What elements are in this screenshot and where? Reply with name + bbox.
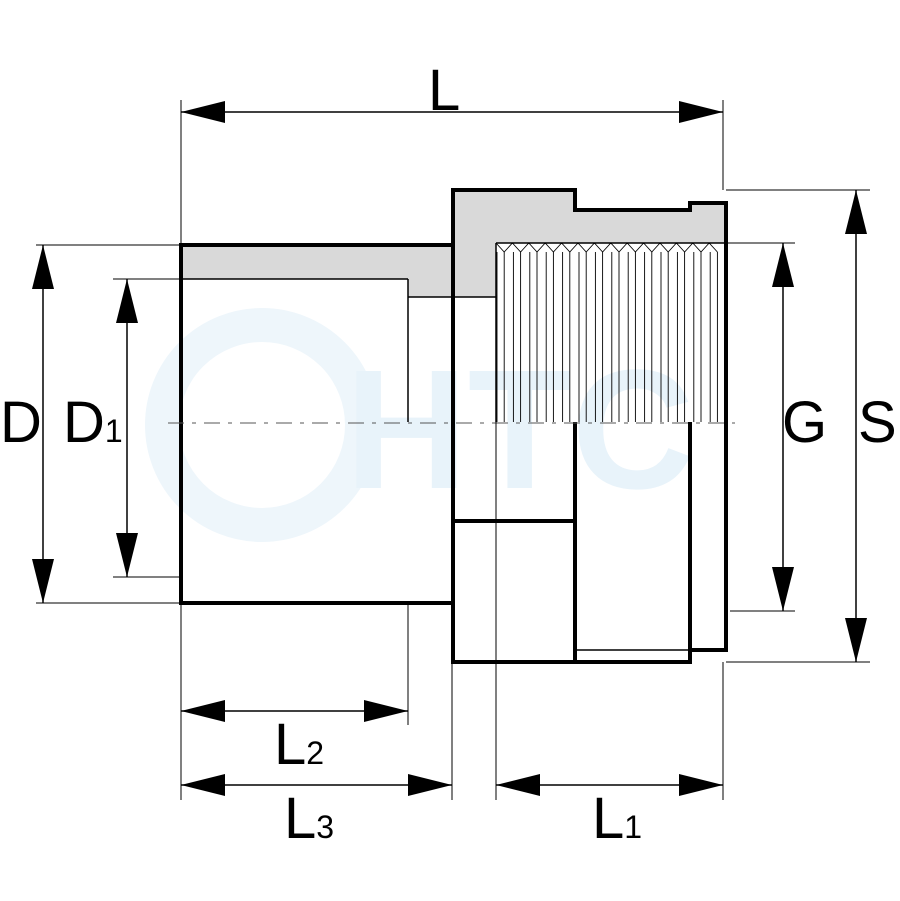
internal-thread [495, 242, 718, 422]
L-arrow-icon [679, 101, 723, 123]
L2-arrow-icon [364, 700, 408, 722]
thread-end-wall [453, 190, 726, 297]
label-L1: L1 [592, 786, 642, 851]
L2-arrow-icon [181, 700, 225, 722]
pipe-wall-fill [181, 190, 726, 297]
socket-wall [181, 245, 452, 297]
L3-arrow-icon [181, 774, 225, 796]
G-arrow-icon [772, 567, 794, 611]
socket-body-outline [179, 243, 452, 605]
watermark-ring-icon [145, 308, 379, 542]
L1-arrow-icon [679, 774, 723, 796]
label-L2: L2 [274, 712, 324, 777]
L3-arrow-icon [408, 774, 452, 796]
label-D1: D1 [63, 390, 123, 455]
D-arrow-icon [32, 245, 54, 289]
D1-arrow-icon [116, 279, 138, 323]
label-D: D [0, 390, 42, 455]
label-G: G [782, 390, 827, 455]
extension-lines [36, 100, 870, 800]
D1-arrow-icon [116, 533, 138, 577]
label-L3: L3 [284, 786, 334, 851]
watermark-logo: HTC [145, 308, 694, 542]
label-L: L [428, 58, 460, 123]
threaded-end-outline [451, 188, 728, 664]
dimension-lines [32, 101, 867, 796]
watermark-text: HTC [345, 335, 694, 525]
fitting-outline [179, 188, 728, 664]
thread-hatching [496, 252, 718, 422]
G-arrow-icon [772, 243, 794, 287]
S-arrow-icon [845, 618, 867, 662]
D-arrow-icon [32, 559, 54, 603]
label-S: S [858, 390, 897, 455]
L1-arrow-icon [496, 774, 540, 796]
L-arrow-icon [181, 101, 225, 123]
dimension-labels: L D D1 G S L2 L3 L1 [0, 58, 897, 851]
thread-teeth [495, 242, 718, 253]
S-arrow-icon [845, 190, 867, 234]
